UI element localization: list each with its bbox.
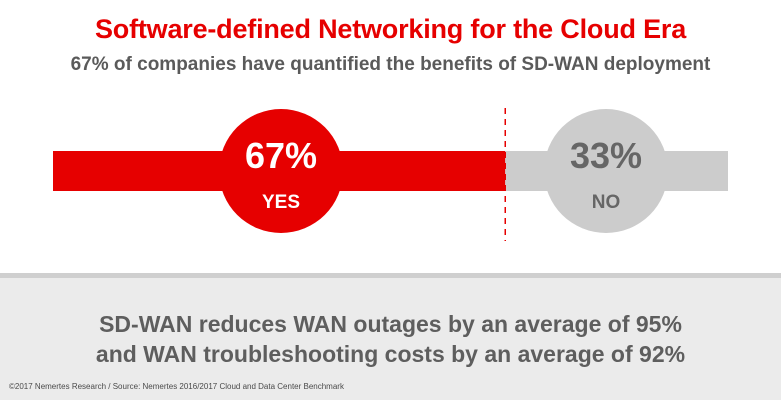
summary-line-troubleshooting: and WAN troubleshooting costs by an aver… — [95, 341, 686, 367]
source-note: ©2017 Nemertes Research / Source: Nemert… — [9, 382, 344, 391]
summary-panel: SD-WAN reduces WAN outages by an average… — [0, 273, 781, 400]
circle-yes — [219, 109, 343, 233]
value-label-no: 33% — [570, 135, 642, 176]
value-label-yes: 67% — [245, 135, 317, 176]
page-subtitle: 67% of companies have quantified the ben… — [70, 54, 711, 75]
circle-no — [544, 109, 668, 233]
summary-line-outages: SD-WAN reduces WAN outages by an average… — [99, 311, 682, 337]
page-title: Software-defined Networking for the Clou… — [94, 14, 687, 44]
category-label-yes: YES — [262, 192, 300, 213]
category-label-no: NO — [592, 192, 621, 213]
yes-no-split-chart: 67% YES 33% NO — [53, 108, 728, 241]
